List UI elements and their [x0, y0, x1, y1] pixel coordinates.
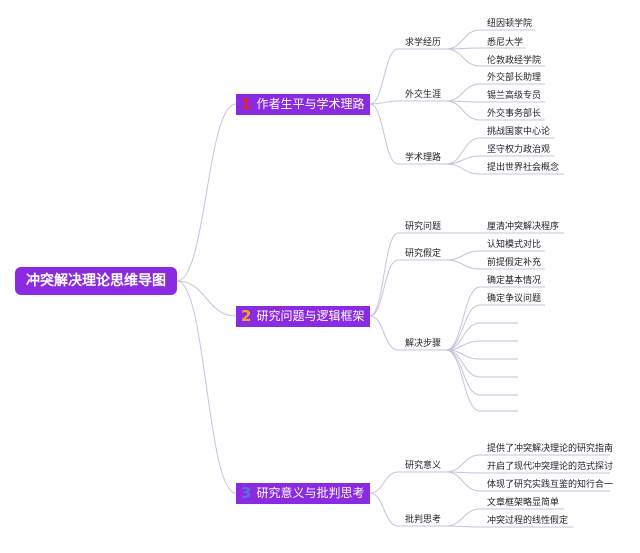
branch-number-badge: 3	[241, 484, 252, 502]
leaf-3-1-3[interactable]: 体现了研究实践互鉴的知行合一	[487, 480, 614, 490]
leaf-2-3-1[interactable]: 确定基本情况	[487, 276, 542, 286]
connector-branch-1-sub-2	[369, 100, 399, 105]
leaf-1-3-3[interactable]: 提出世界社会概念	[487, 163, 560, 173]
leaf-1-3-2[interactable]: 坚守权力政治观	[487, 145, 551, 155]
subtopic-3-1[interactable]: 研究意义	[405, 461, 442, 471]
subtopic-2-2[interactable]: 研究假定	[405, 249, 442, 259]
subtopic-1-3[interactable]: 学术理路	[405, 153, 442, 163]
leaf-1-2-1[interactable]: 外交部长助理	[487, 73, 542, 83]
connector-leaf-1-1-3	[445, 48, 481, 67]
leaf-1-1-1[interactable]: 纽因顿学院	[487, 19, 533, 29]
subtopic-3-2[interactable]: 批判思考	[405, 515, 442, 525]
branch-label: 研究意义与批判思考	[256, 486, 365, 500]
connector-root-branch-1	[176, 103, 237, 282]
connector-leaf-3-1-3	[445, 471, 481, 492]
branch-label: 作者生平与学术理路	[256, 97, 365, 111]
subtopic-1-1[interactable]: 求学经历	[405, 38, 442, 48]
connector-leaf-3-2-2	[445, 525, 481, 528]
leaf-2-3-2[interactable]: 确定争议问题	[487, 294, 542, 304]
connector-leaf-2-3-3	[445, 322, 481, 351]
leaf-2-2-2[interactable]: 前提假定补充	[487, 258, 542, 268]
connector-root-branch-2	[176, 280, 237, 317]
connector-leaf-1-3-3	[445, 163, 481, 175]
subtopic-2-3[interactable]: 解决步骤	[405, 339, 442, 349]
leaf-1-3-1[interactable]: 挑战国家中心论	[487, 127, 551, 137]
leaf-2-1-1[interactable]: 厘清冲突解决程序	[487, 222, 560, 232]
branch-number-badge: 1	[241, 95, 252, 113]
subtopic-2-1[interactable]: 研究问题	[405, 222, 442, 232]
connector-leaf-1-2-3	[445, 100, 481, 121]
leaf-1-2-3[interactable]: 外交事务部长	[487, 109, 542, 119]
connector-leaf-2-3-2	[445, 304, 481, 351]
leaf-1-1-3[interactable]: 伦敦政经学院	[487, 56, 542, 66]
connector-leaf-3-2-1	[445, 508, 481, 527]
branch-node-3[interactable]: 3 研究意义与批判思考	[236, 483, 371, 504]
leaf-3-2-2[interactable]: 冲突过程的线性假定	[487, 516, 569, 526]
root-node[interactable]: 冲突解决理论思维导图	[15, 267, 177, 295]
leaf-1-1-2[interactable]: 悉尼大学	[487, 38, 524, 48]
connector-root-branch-3	[176, 280, 237, 494]
connector-leaf-3-1-1	[445, 454, 481, 473]
connector-leaf-1-2-1	[445, 83, 481, 102]
connector-leaf-1-1-1	[445, 29, 481, 50]
connector-leaf-2-2-2	[445, 259, 481, 270]
connector-leaf-2-3-7	[445, 349, 481, 396]
connector-leaf-2-2-1	[445, 250, 481, 261]
connector-branch-3-sub-2	[369, 492, 399, 527]
leaf-3-1-1[interactable]: 提供了冲突解决理论的研究指南	[487, 444, 614, 454]
connector-leaf-1-3-1	[445, 137, 481, 165]
leaf-3-2-1[interactable]: 文章框架略显简单	[487, 498, 560, 508]
subtopic-1-2[interactable]: 外交生涯	[405, 90, 442, 100]
connector-leaf-2-3-1	[445, 286, 481, 351]
branch-node-2[interactable]: 2 研究问题与逻辑框架	[236, 306, 371, 327]
branch-number-badge: 2	[241, 307, 252, 325]
connector-leaf-2-3-8	[445, 349, 481, 412]
connector-branch-3-sub-1	[369, 471, 399, 494]
leaf-2-2-1[interactable]: 认知模式对比	[487, 240, 542, 250]
branch-node-1[interactable]: 1 作者生平与学术理路	[236, 94, 371, 115]
connector-branch-2-sub-1	[369, 232, 399, 317]
leaf-3-1-2[interactable]: 开启了现代冲突理论的范式探讨	[487, 462, 614, 472]
branch-label: 研究问题与逻辑框架	[256, 309, 365, 323]
connector-branch-1-sub-3	[369, 103, 399, 165]
connector-branch-2-sub-2	[369, 259, 399, 317]
leaf-1-2-2[interactable]: 锡兰高级专员	[487, 91, 542, 101]
connector-branch-2-sub-3	[369, 315, 399, 351]
connector-branch-1-sub-1	[369, 48, 399, 105]
